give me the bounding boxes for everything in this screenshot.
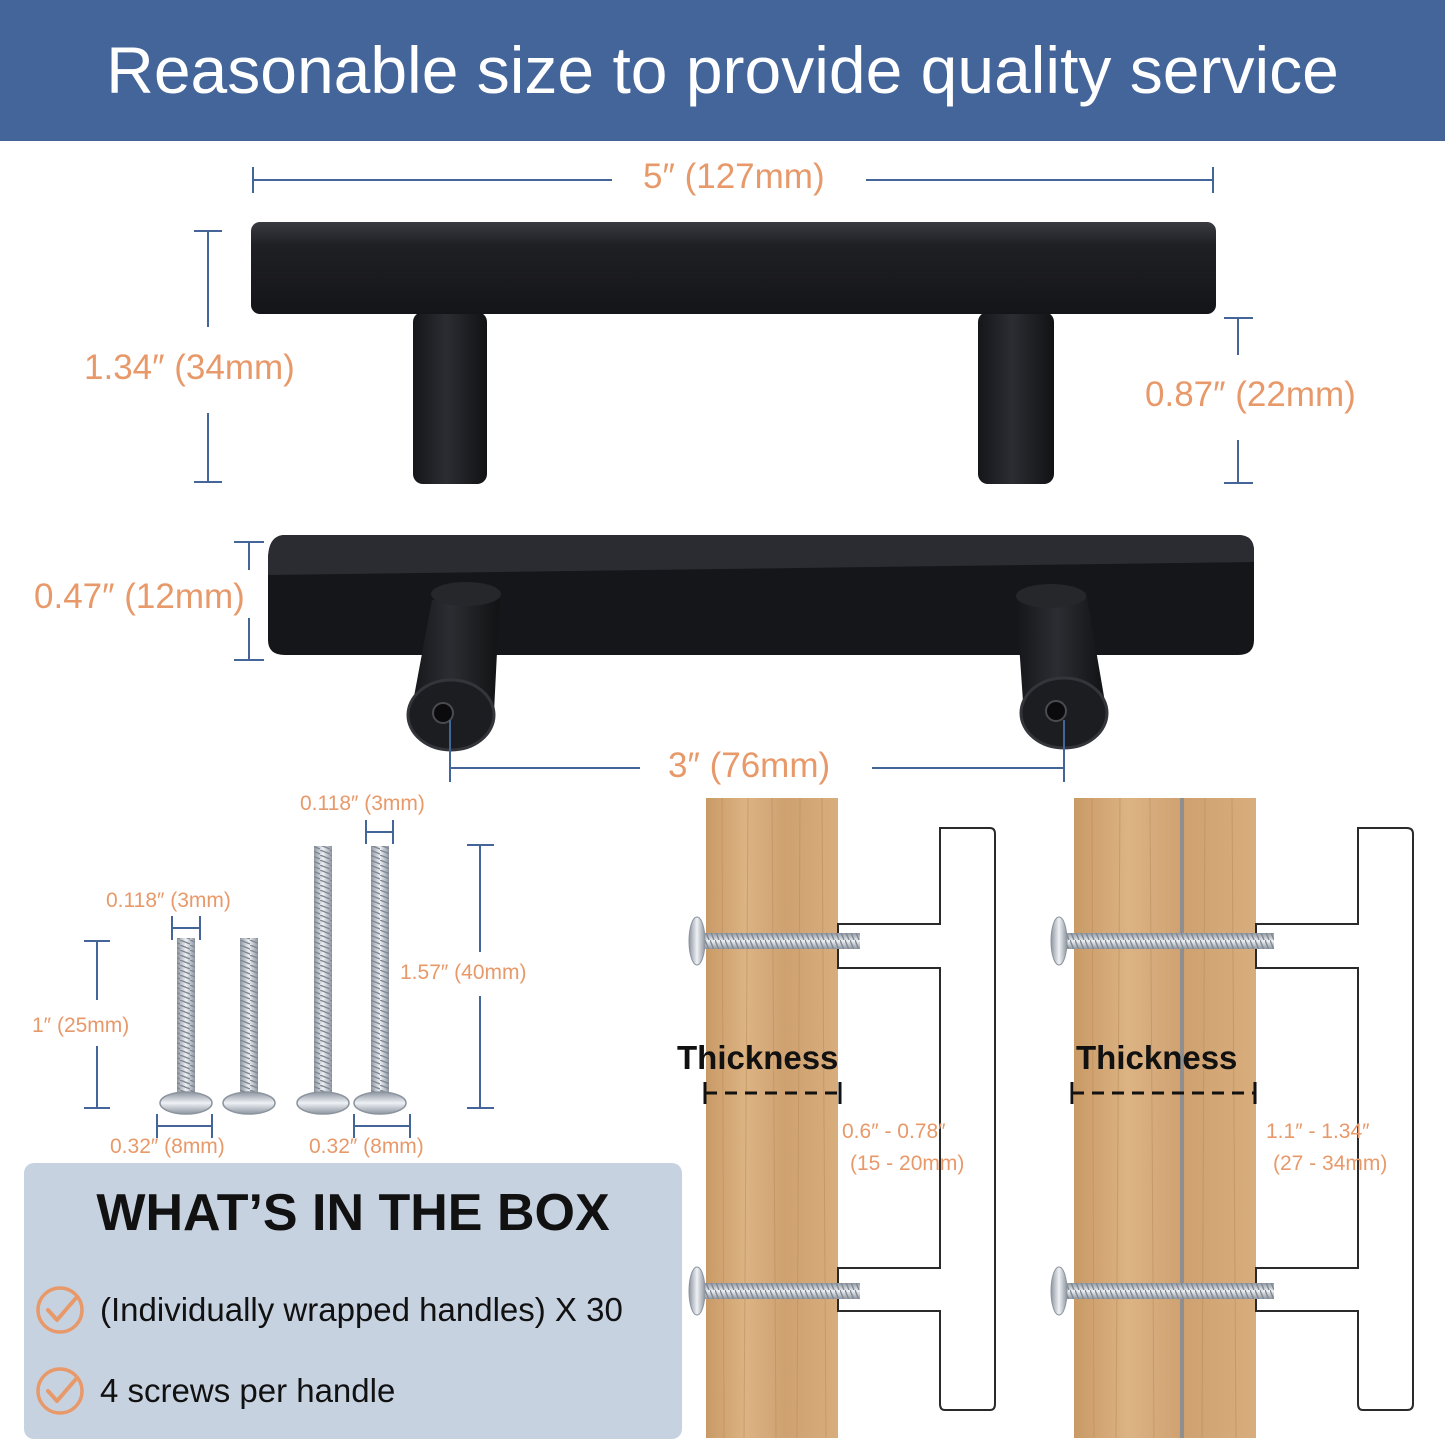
short-screw-diameter-label: 0.118″ (3mm) [106, 889, 231, 912]
bar-width-label: 0.47″ (12mm) [34, 577, 245, 616]
thickness-label-thin: Thickness [677, 1039, 839, 1076]
box-item-text: (Individually wrapped handles) X 30 [100, 1291, 623, 1328]
check-circle-icon [36, 1286, 84, 1334]
box-item: 4 screws per handle [34, 1366, 395, 1416]
short-screw-head-label: 0.32″ (8mm) [110, 1135, 225, 1158]
hole-spacing-dimension-line [449, 720, 1065, 782]
handle-perspective-view [268, 535, 1254, 752]
long-screw-head-label: 0.32″ (8mm) [309, 1135, 424, 1158]
thickness-label-thick: Thickness [1076, 1039, 1238, 1076]
post-height-dimension-line [1224, 317, 1253, 484]
thick-range-mm-label: (27 - 34mm) [1273, 1152, 1388, 1175]
install-thick-board [1050, 797, 1414, 1439]
box-item-text: 4 screws per handle [100, 1372, 396, 1409]
thin-range-mm-label: (15 - 20mm) [850, 1152, 965, 1175]
long-screw-diameter-label: 0.118″ (3mm) [300, 792, 425, 815]
long-screw-length-label: 1.57″ (40mm) [400, 961, 527, 984]
height-label: 1.34″ (34mm) [84, 348, 295, 387]
screw-set [159, 846, 407, 1115]
handle-front-view [251, 222, 1216, 484]
handle-post-right [978, 312, 1054, 484]
height-dimension-line [194, 230, 222, 483]
post-height-label: 0.87″ (22mm) [1145, 375, 1356, 414]
check-circle-icon [36, 1367, 84, 1415]
thin-range-inch-label: 0.6″ - 0.78″ [842, 1120, 946, 1143]
page-title: Reasonable size to provide quality servi… [106, 33, 1339, 107]
install-thin-board [688, 797, 996, 1439]
bar-width-dimension-line [234, 541, 264, 661]
handle-bar [251, 222, 1216, 314]
length-label: 5″ (127mm) [643, 157, 825, 196]
short-screw-length-label: 1″ (25mm) [32, 1014, 130, 1037]
whats-in-the-box-panel: WHAT’S IN THE BOX (Individually wrapped … [24, 1163, 682, 1439]
box-item: (Individually wrapped handles) X 30 [34, 1285, 623, 1335]
length-dimension-line [252, 167, 1214, 193]
handle-post-left [413, 312, 487, 484]
screw-dimension-lines [84, 820, 494, 1138]
box-title: WHAT’S IN THE BOX [96, 1184, 610, 1242]
hole-spacing-label: 3″ (76mm) [668, 746, 831, 785]
thick-range-inch-label: 1.1″ - 1.34″ [1266, 1120, 1370, 1143]
title-banner [0, 0, 1445, 141]
